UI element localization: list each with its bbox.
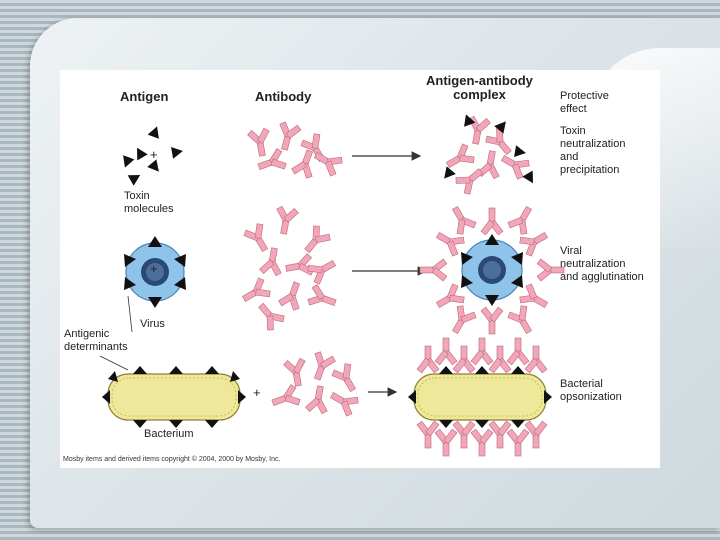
header-protective-effect: Protective effect — [560, 90, 609, 116]
header-complex: Antigen-antibody complex — [426, 74, 533, 102]
antibodies-row1 — [247, 121, 345, 180]
effect-toxin: Toxin neutralization and precipitation — [560, 125, 625, 177]
label-virus: Virus — [140, 318, 165, 331]
plus-row3: + — [253, 386, 261, 399]
effect-virus: Viral neutralization and agglutination — [560, 245, 644, 284]
plus-row2: + — [150, 262, 158, 275]
header-antigen: Antigen — [120, 90, 168, 104]
toxin-complex — [440, 112, 539, 196]
determinant-pointer-virus — [128, 296, 132, 332]
label-antigenic-determinants: Antigenic determinants — [64, 328, 128, 354]
antibodies-row3 — [269, 350, 362, 418]
virus-complex — [420, 202, 564, 337]
plus-row1: + — [150, 148, 158, 161]
bacterium — [102, 366, 246, 428]
label-bacterium: Bacterium — [144, 428, 194, 441]
copyright-notice: Mosby items and derived items copyright … — [63, 456, 280, 463]
antigen-antibody-figure: Antigen Antibody Antigen-antibody comple… — [60, 70, 660, 468]
effect-bacterium: Bacterial opsonization — [560, 378, 622, 404]
antibodies-row2 — [238, 205, 339, 333]
header-antibody: Antibody — [255, 90, 311, 104]
bacterium-complex — [408, 338, 552, 456]
label-toxin-molecules: Toxin molecules — [124, 190, 174, 216]
determinant-pointer-bacterium — [100, 356, 128, 370]
